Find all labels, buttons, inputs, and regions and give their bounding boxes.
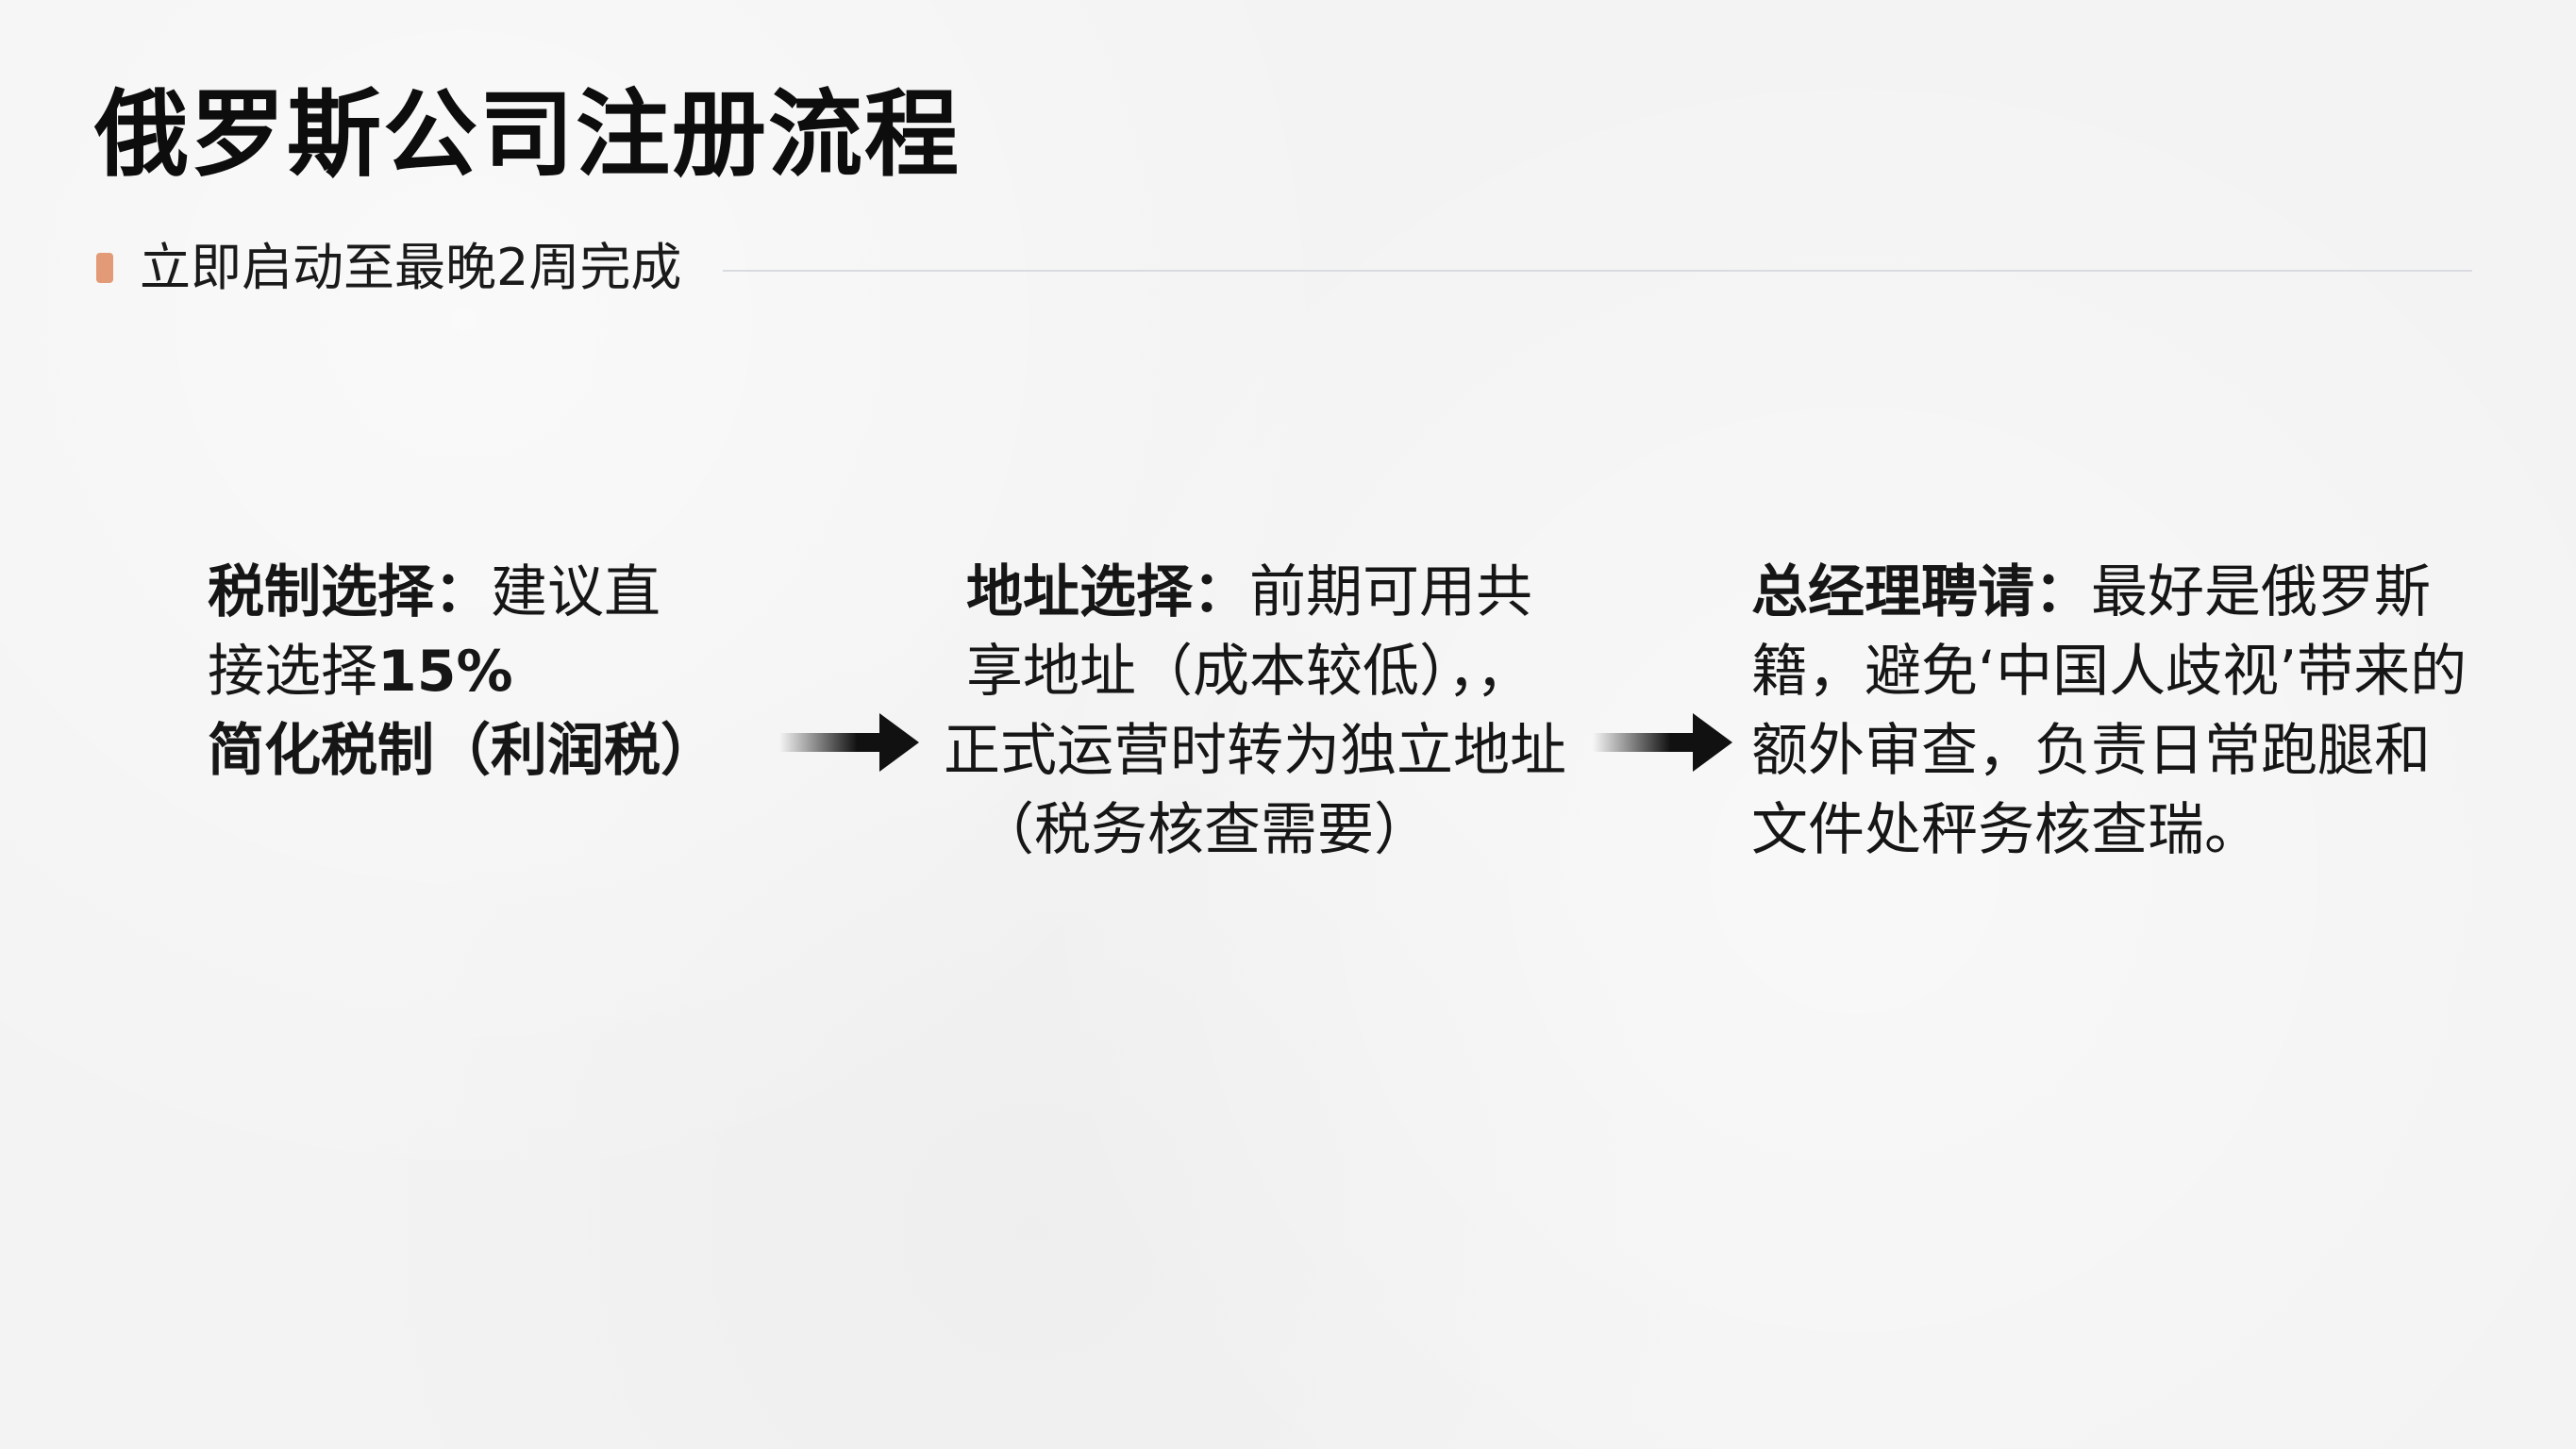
step-general-manager: 总经理聘请：最好是俄罗斯 籍，避免‘中国人歧视’带来的 额外审查，负责日常跑腿和… [1751, 553, 2487, 870]
step-text: 前期可用共 [1249, 559, 1532, 625]
step-text: 籍，避免‘中国人歧视’带来的 [1751, 639, 2467, 705]
step-address: 地址选择：前期可用共 享地址（成本较低），， 正式运营时转为独立地址 （税务核查… [944, 553, 1604, 870]
subtitle-text: 立即启动至最晚2周完成 [140, 238, 682, 297]
step-text: 接选择 [208, 639, 377, 705]
step-line: 地址选择：前期可用共 [944, 553, 1604, 632]
step-text: 文件处秤务核查瑞。 [1751, 797, 2261, 863]
step-text: 最好是俄罗斯 [2091, 559, 2431, 625]
step-tax-system: 税制选择：建议直 接选择15% 简化税制（利润税） [208, 553, 774, 791]
step-line: 总经理聘请：最好是俄罗斯 [1751, 553, 2487, 632]
step-heading: 总经理聘请： [1751, 559, 2091, 625]
step-text: （税务核查需要） [978, 797, 1430, 863]
arrow-right-icon [779, 713, 919, 772]
step-text: 简化税制（利润税） [208, 718, 717, 784]
arrow-right-icon [1593, 713, 1732, 772]
step-highlight: 15% [377, 639, 513, 705]
subtitle-row: 立即启动至最晚2周完成 [94, 234, 2472, 309]
slide-title: 俄罗斯公司注册流程 [94, 79, 961, 190]
step-text: 享地址（成本较低），， [966, 639, 1532, 705]
step-text: 正式运营时转为独立地址 [944, 718, 1566, 784]
subtitle-divider [723, 270, 2472, 272]
step-line: 接选择15% [208, 632, 774, 711]
step-line: 税制选择：建议直 [208, 553, 774, 632]
step-text: 额外审查，负责日常跑腿和 [1751, 718, 2431, 784]
step-text: 建议直 [491, 559, 661, 625]
subtitle-marker [96, 253, 113, 283]
step-heading: 税制选择： [208, 559, 491, 625]
step-heading: 地址选择： [966, 559, 1249, 625]
